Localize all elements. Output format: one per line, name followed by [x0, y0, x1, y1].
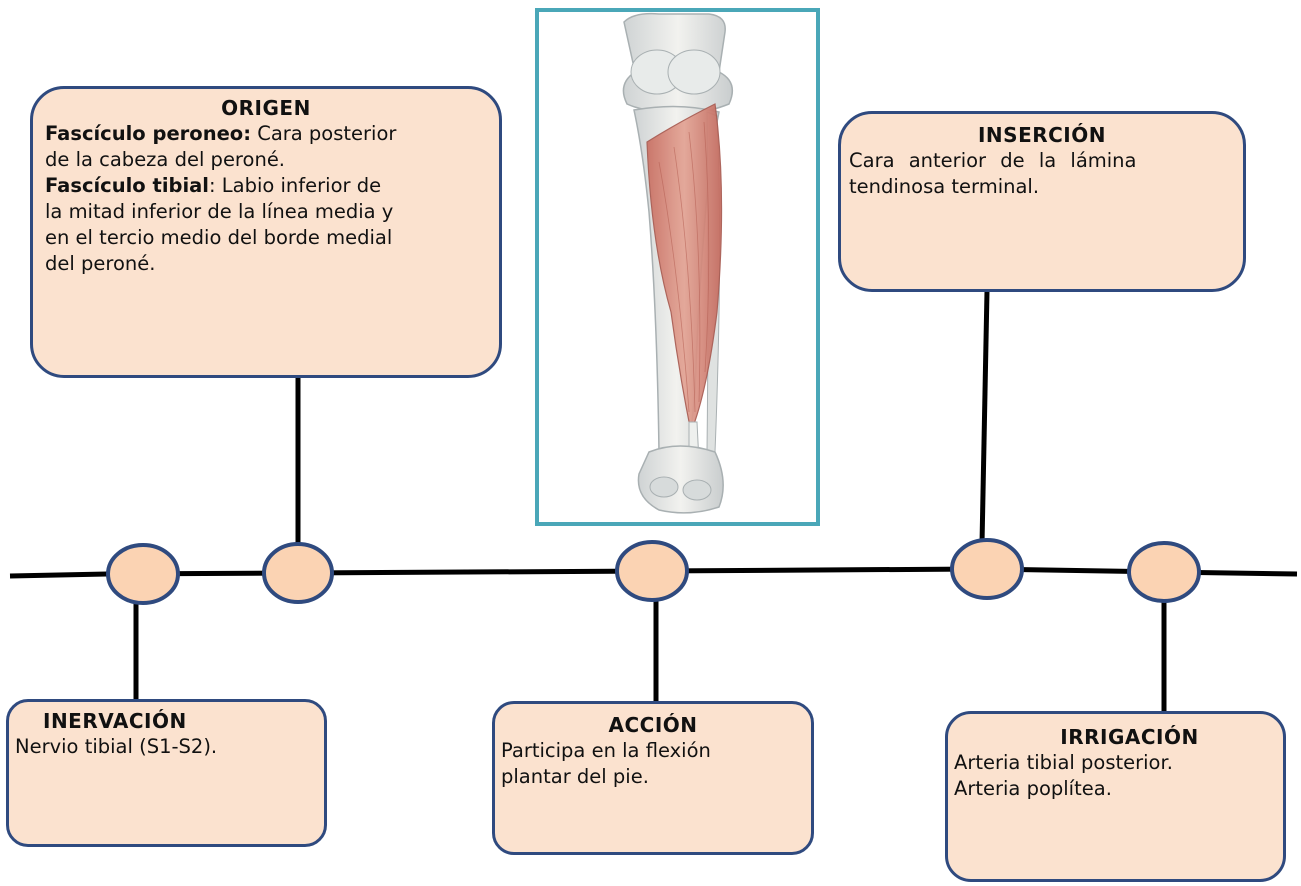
timeline-node-accion — [617, 542, 687, 600]
origen-tibial-text-1: : Labio inferior de — [209, 174, 381, 197]
card-inervacion: INERVACIÓN Nervio tibial (S1-S2). — [6, 699, 327, 847]
origen-peroneo-label: Fascículo peroneo: — [45, 122, 251, 145]
origen-body: Fascículo peroneo: Cara posterior de la … — [45, 121, 487, 277]
timeline-node-insercion — [952, 540, 1022, 598]
timeline-node-origen — [264, 544, 332, 602]
accion-line-1: Participa en la flexión — [501, 738, 805, 764]
connector-insercion — [982, 291, 987, 544]
insercion-body: Cara anterior de la lámina tendinosa ter… — [849, 148, 1235, 200]
card-insercion: INSERCIÓN Cara anterior de la lámina ten… — [838, 111, 1246, 292]
timeline-node-irrigacion — [1129, 543, 1199, 601]
origen-peroneo-text-2: de la cabeza del peroné. — [45, 147, 487, 173]
inervacion-line-1: Nervio tibial (S1-S2). — [15, 734, 318, 760]
irrigacion-body: Arteria tibial posterior. Arteria poplít… — [954, 750, 1277, 802]
origen-peroneo-text-1: Cara posterior — [251, 122, 396, 145]
origen-title: ORIGEN — [45, 95, 487, 121]
inervacion-title: INERVACIÓN — [15, 708, 318, 734]
insercion-line-2: tendinosa terminal. — [849, 174, 1235, 200]
origen-tibial-text-3: en el tercio medio del borde medial — [45, 225, 487, 251]
insercion-title: INSERCIÓN — [849, 122, 1235, 148]
card-origen: ORIGEN Fascículo peroneo: Cara posterior… — [30, 86, 502, 378]
inervacion-body: Nervio tibial (S1-S2). — [15, 734, 318, 760]
timeline-node-inervacion — [108, 545, 178, 603]
accion-title: ACCIÓN — [501, 712, 805, 738]
leg-muscle-figure — [535, 8, 820, 526]
leg-muscle-icon — [539, 12, 816, 522]
origen-tibial-label: Fascículo tibial — [45, 174, 209, 197]
insercion-line-1: Cara anterior de la lámina — [849, 148, 1235, 174]
accion-line-2: plantar del pie. — [501, 764, 805, 790]
irrigacion-line-1: Arteria tibial posterior. — [954, 750, 1277, 776]
irrigacion-line-2: Arteria poplítea. — [954, 776, 1277, 802]
accion-body: Participa en la flexión plantar del pie. — [501, 738, 805, 790]
card-irrigacion: IRRIGACIÓN Arteria tibial posterior. Art… — [945, 711, 1286, 882]
origen-tibial-text-2: la mitad inferior de la línea media y — [45, 199, 487, 225]
card-accion: ACCIÓN Participa en la flexión plantar d… — [492, 701, 814, 855]
origen-tibial-text-4: del peroné. — [45, 251, 487, 277]
irrigacion-title: IRRIGACIÓN — [954, 724, 1277, 750]
